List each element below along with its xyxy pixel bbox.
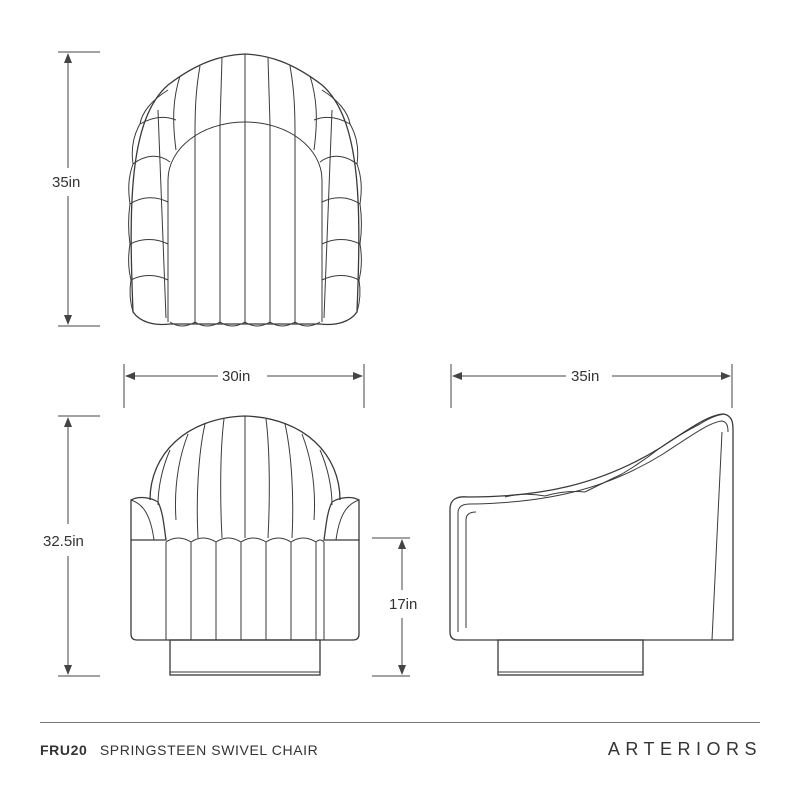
dim-seat-height	[372, 537, 410, 677]
dim-overall-height	[58, 415, 100, 677]
front-view-left-arm	[130, 496, 167, 541]
dim-side-depth	[450, 364, 733, 408]
side-view-inner-contour	[457, 420, 729, 632]
product-name: SPRINGSTEEN SWIVEL CHAIR	[99, 742, 319, 758]
dim-front-width	[123, 364, 365, 408]
front-view-right-arm	[323, 496, 360, 541]
top-view-front-edge	[169, 321, 321, 327]
front-view-body	[130, 540, 360, 641]
dim-label-seat-height: 17in	[389, 596, 417, 613]
side-view-base	[497, 639, 644, 676]
brand-logo-text: ARTERIORS	[607, 739, 762, 759]
footer-divider	[40, 722, 760, 723]
side-view-cushion-segments	[504, 413, 725, 498]
top-view-left-ribs	[128, 89, 177, 319]
product-caption: FRU20 SPRINGSTEEN SWIVEL CHAIR	[40, 742, 318, 758]
dim-label-front-width: 30in	[222, 368, 250, 385]
dim-label-overall-height: 32.5in	[43, 533, 84, 550]
front-view-seat-channels	[165, 542, 325, 640]
top-view	[128, 53, 362, 327]
side-view-outline	[449, 413, 734, 641]
front-view-seat-scallops	[165, 537, 325, 543]
top-view-outline	[130, 53, 360, 326]
front-view-back-channels	[157, 416, 333, 539]
dim-label-side-depth: 35in	[571, 368, 599, 385]
product-code: FRU20	[40, 742, 88, 758]
top-view-channels	[173, 54, 317, 324]
front-view	[130, 415, 360, 676]
dim-label-top-depth: 35in	[52, 174, 80, 191]
top-view-right-ribs	[313, 89, 362, 319]
side-view	[449, 413, 734, 676]
dim-top-view-depth	[58, 51, 100, 327]
front-view-base	[169, 639, 321, 676]
